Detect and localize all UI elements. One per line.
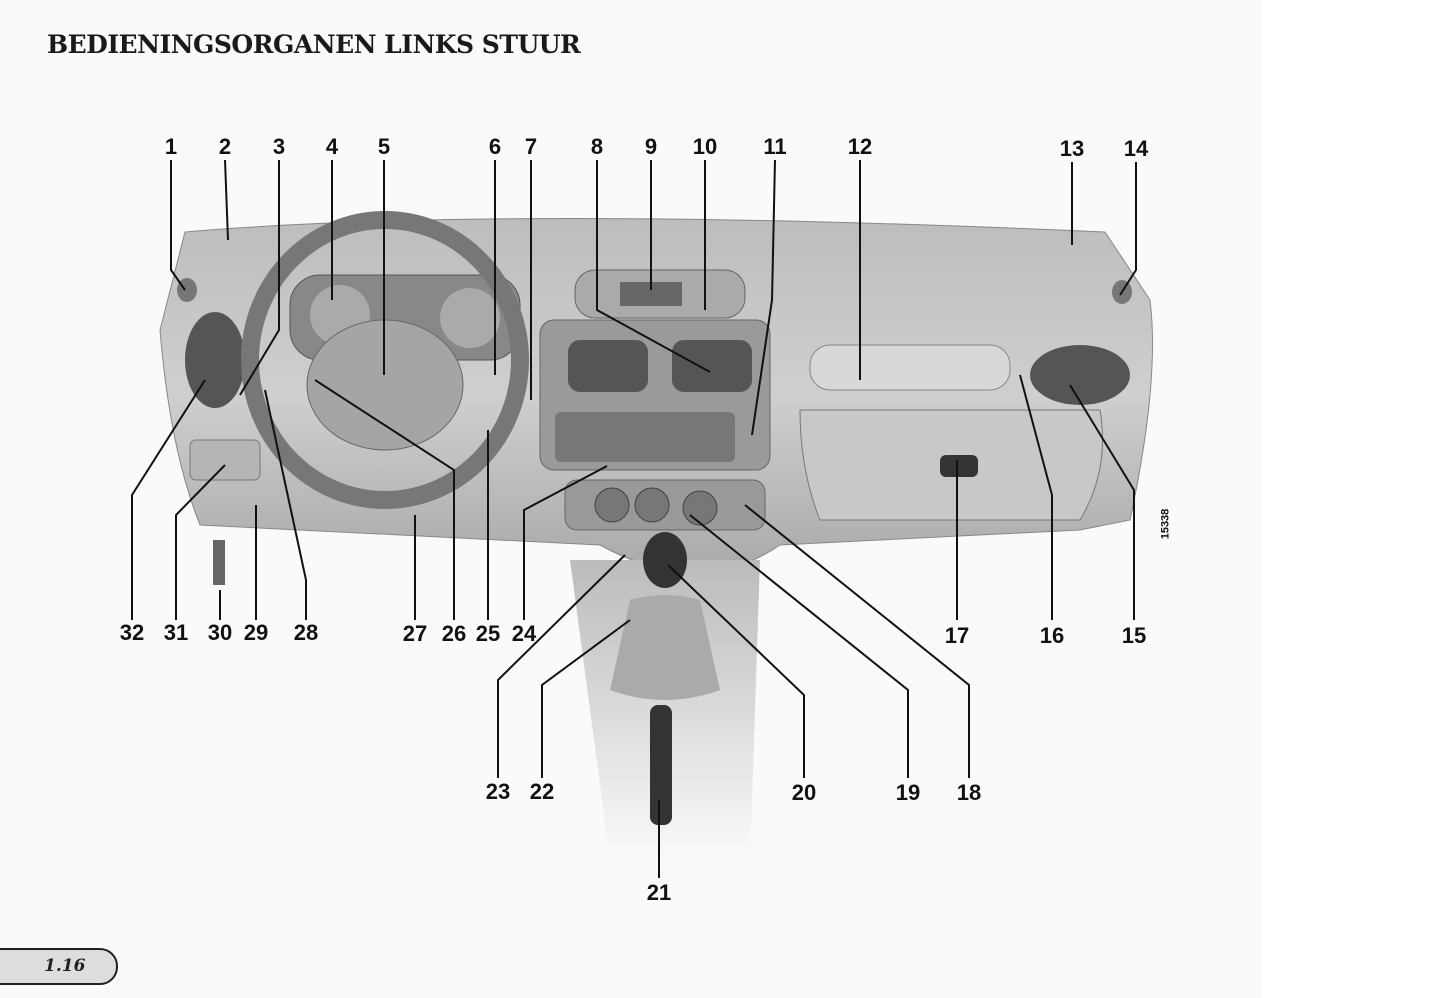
callout-19: 19 (895, 780, 921, 805)
page-number: 1.16 (44, 956, 86, 976)
callout-15: 15 (1121, 623, 1147, 648)
callout-11: 11 (763, 134, 787, 159)
leader-16 (1019, 374, 1053, 620)
callout-4: 4 (325, 134, 339, 159)
callout-25: 25 (475, 621, 501, 646)
callout-13: 13 (1059, 136, 1085, 161)
leader-18 (744, 504, 970, 778)
callout-30: 30 (207, 620, 233, 645)
leader-28 (264, 389, 307, 620)
page-number-tab (0, 948, 118, 985)
callout-32: 32 (119, 620, 145, 645)
leader-23 (497, 554, 626, 778)
leader-22 (541, 619, 631, 778)
callout-24: 24 (511, 621, 537, 646)
callout-17: 17 (944, 623, 970, 648)
leader-20 (667, 564, 805, 778)
figure-number: 15338 (1159, 508, 1172, 540)
leader-19 (689, 514, 909, 778)
callout-31: 31 (163, 620, 189, 645)
callout-29: 29 (243, 620, 269, 645)
dashboard-body (159, 211, 1153, 860)
callout-28: 28 (293, 620, 319, 645)
callout-16: 16 (1039, 623, 1065, 648)
callout-6: 6 (488, 134, 502, 159)
callout-5: 5 (377, 134, 391, 159)
callout-22: 22 (529, 779, 555, 804)
callout-26: 26 (441, 621, 467, 646)
callout-12: 12 (847, 134, 873, 159)
callout-10: 10 (692, 134, 718, 159)
callout-20: 20 (791, 780, 817, 805)
page-title: BEDIENINGSORGANEN LINKS STUUR (47, 30, 581, 59)
leader-31 (175, 464, 226, 620)
callout-3: 3 (272, 134, 286, 159)
callout-9: 9 (644, 134, 658, 159)
leader-8 (596, 160, 711, 373)
callout-18: 18 (956, 780, 982, 805)
leader-2 (224, 159, 229, 241)
callout-23: 23 (485, 779, 511, 804)
leader-24 (523, 465, 608, 620)
callout-27: 27 (402, 621, 428, 646)
callout-21: 21 (646, 880, 672, 905)
callout-1: 1 (164, 134, 178, 159)
leader-26 (314, 379, 455, 620)
callout-7: 7 (524, 134, 538, 159)
leader-14 (1119, 162, 1137, 296)
callout-14: 14 (1123, 136, 1149, 161)
leader-1 (170, 160, 186, 291)
callout-8: 8 (590, 134, 604, 159)
leader-11 (751, 159, 776, 436)
callout-2: 2 (218, 134, 232, 159)
leader-3 (239, 160, 280, 396)
leader-lines (131, 159, 1137, 878)
leader-32 (131, 379, 206, 620)
leader-15 (1069, 384, 1135, 620)
